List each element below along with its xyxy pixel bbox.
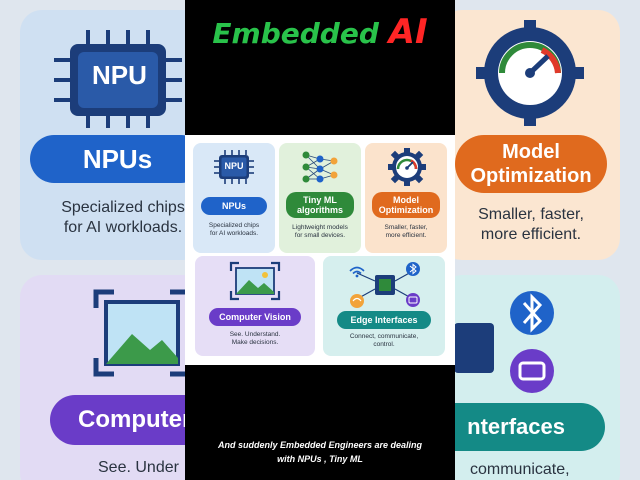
bg-image-icon	[93, 289, 191, 377]
tinyml-title-line2: algorithms	[296, 205, 343, 215]
tinyml-desc-line1: Lightweight models	[292, 224, 348, 231]
vision-desc-line2: Make decisions.	[231, 339, 279, 346]
npu-desc: Specialized chips for AI workloads.	[197, 222, 271, 238]
page-title: Embedded AI	[185, 12, 455, 52]
video-frame: Embedded AI NPU NPUs Specialized chips	[185, 0, 455, 480]
bg-gear-gauge-icon	[476, 20, 584, 126]
optimization-title-line2: Optimization	[378, 205, 434, 215]
edge-desc-line2: control.	[373, 341, 395, 348]
edge-title: Edge Interfaces	[350, 315, 418, 325]
bg-opt-desc-line2: more efficient.	[480, 226, 582, 243]
edge-desc-line1: Connect, communicate,	[349, 333, 419, 340]
npu-chip-icon	[214, 150, 254, 184]
title-ai: AI	[388, 12, 428, 52]
caption-line2: with NPUs , Tiny ML	[277, 454, 363, 464]
caption-line1: And suddenly Embedded Engineers are deal…	[217, 440, 423, 450]
vision-pill: Computer Vision	[209, 308, 301, 326]
bg-opt-title-line1: Model	[502, 141, 560, 163]
optimization-desc-line1: Smaller, faster,	[384, 224, 428, 231]
bg-edge-pill: nterfaces	[430, 403, 605, 451]
tinyml-pill: Tiny ML algorithms	[286, 192, 354, 218]
bg-npu-title: NPUs	[82, 143, 153, 174]
vision-title: Computer Vision	[219, 312, 291, 322]
bg-vision-desc: See. Under	[98, 459, 179, 476]
bg-npu-chip-label: NPU	[92, 60, 147, 90]
tinyml-title-line1: Tiny ML	[303, 195, 337, 205]
optimization-pill: Model Optimization	[372, 192, 440, 218]
gear-gauge-icon	[388, 148, 426, 186]
bg-opt-pill: Model Optimization	[455, 135, 607, 193]
vision-desc-line1: See. Understand.	[229, 331, 281, 338]
edge-desc: Connect, communicate, control.	[329, 333, 439, 349]
bg-npu-pill: NPUs	[30, 135, 205, 183]
image-scan-icon	[229, 261, 281, 301]
bg-edge-title: nterfaces	[467, 414, 565, 439]
title-embedded: Embedded	[212, 17, 379, 50]
optimization-desc: Smaller, faster, more efficient.	[367, 224, 445, 240]
optimization-desc-line2: more efficient.	[385, 232, 427, 239]
subtitle-caption: And suddenly Embedded Engineers are deal…	[185, 438, 455, 466]
optimization-title-line1: Model	[393, 195, 419, 205]
bg-opt-title-line2: Optimization	[470, 165, 592, 187]
vision-desc: See. Understand. Make decisions.	[205, 331, 305, 347]
npu-title: NPUs	[221, 201, 246, 211]
bg-opt-desc: Smaller, faster, more efficient.	[455, 205, 607, 245]
neural-network-icon	[302, 151, 338, 183]
infographic: NPU NPUs Specialized chips for AI worklo…	[185, 135, 455, 365]
bg-edge-icons	[454, 291, 554, 393]
bg-vision-pill: Computer	[50, 395, 210, 445]
bg-vision-title: Computer	[78, 406, 192, 433]
bg-edge-desc: communicate,	[470, 461, 570, 478]
bg-npu-desc: Specialized chips for AI workloads.	[48, 198, 198, 238]
npu-desc-line1: Specialized chips	[208, 222, 260, 229]
bg-opt-desc-line1: Smaller, faster,	[478, 206, 584, 223]
bg-npu-desc-line2: for AI workloads.	[63, 219, 183, 236]
edge-devices-icon	[349, 262, 420, 308]
edge-pill: Edge Interfaces	[337, 311, 431, 329]
npu-pill: NPUs	[201, 197, 267, 215]
tinyml-desc-line2: for small devices.	[294, 232, 346, 239]
edge-card	[323, 256, 445, 356]
npu-desc-line2: for AI workloads.	[209, 230, 259, 237]
bg-npu-desc-line1: Specialized chips	[61, 199, 185, 216]
npu-chip-label: NPU	[224, 161, 244, 171]
tinyml-desc: Lightweight models for small devices.	[281, 224, 359, 240]
bg-npu-chip-icon	[54, 30, 182, 128]
